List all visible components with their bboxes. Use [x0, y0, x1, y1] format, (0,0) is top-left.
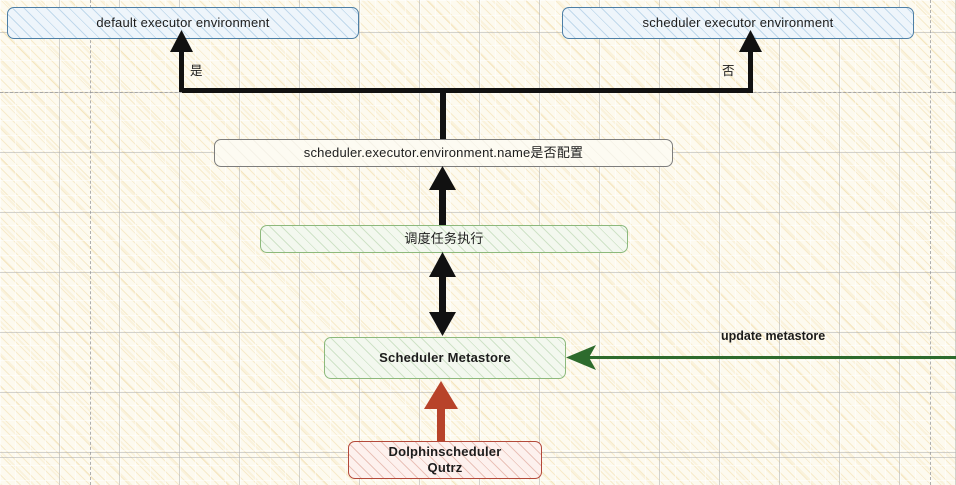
node-default-executor-environment[interactable]: default executor environment: [7, 7, 359, 39]
node-label: scheduler.executor.environment.name是否配置: [303, 144, 584, 160]
update-metastore-line: [580, 356, 956, 359]
node-scheduler-executor-environment[interactable]: scheduler executor environment: [562, 7, 914, 39]
guide-line-vertical-right: [930, 0, 931, 485]
branch-riser-left: [179, 34, 184, 92]
node-label: default executor environment: [96, 14, 270, 30]
decision-stem-connector: [440, 88, 446, 140]
node-scheduler-metastore[interactable]: Scheduler Metastore: [324, 337, 566, 379]
guide-line-vertical-left: [90, 0, 91, 485]
node-label-line1: Dolphinscheduler: [388, 443, 502, 459]
node-dolphinscheduler-quartz[interactable]: Dolphinscheduler Qutrz: [348, 441, 542, 479]
edge-label-yes: 是: [190, 64, 203, 78]
node-decision-environment-name-configured[interactable]: scheduler.executor.environment.name是否配置: [214, 139, 673, 167]
dolphin-to-metastore-shaft: [437, 390, 445, 442]
edge-label-update-metastore: update metastore: [721, 329, 826, 343]
node-task-execution[interactable]: 调度任务执行: [260, 225, 628, 253]
task-to-decision-shaft: [439, 172, 446, 226]
node-label: scheduler executor environment: [642, 14, 834, 30]
node-label-line2: Qutrz: [427, 460, 463, 475]
node-label: Scheduler Metastore: [379, 349, 511, 365]
node-label: 调度任务执行: [404, 230, 484, 246]
branch-horizontal-connector: [182, 88, 753, 93]
branch-riser-right: [748, 34, 753, 92]
edge-label-no: 否: [722, 64, 735, 78]
metastore-task-shaft: [439, 258, 446, 330]
